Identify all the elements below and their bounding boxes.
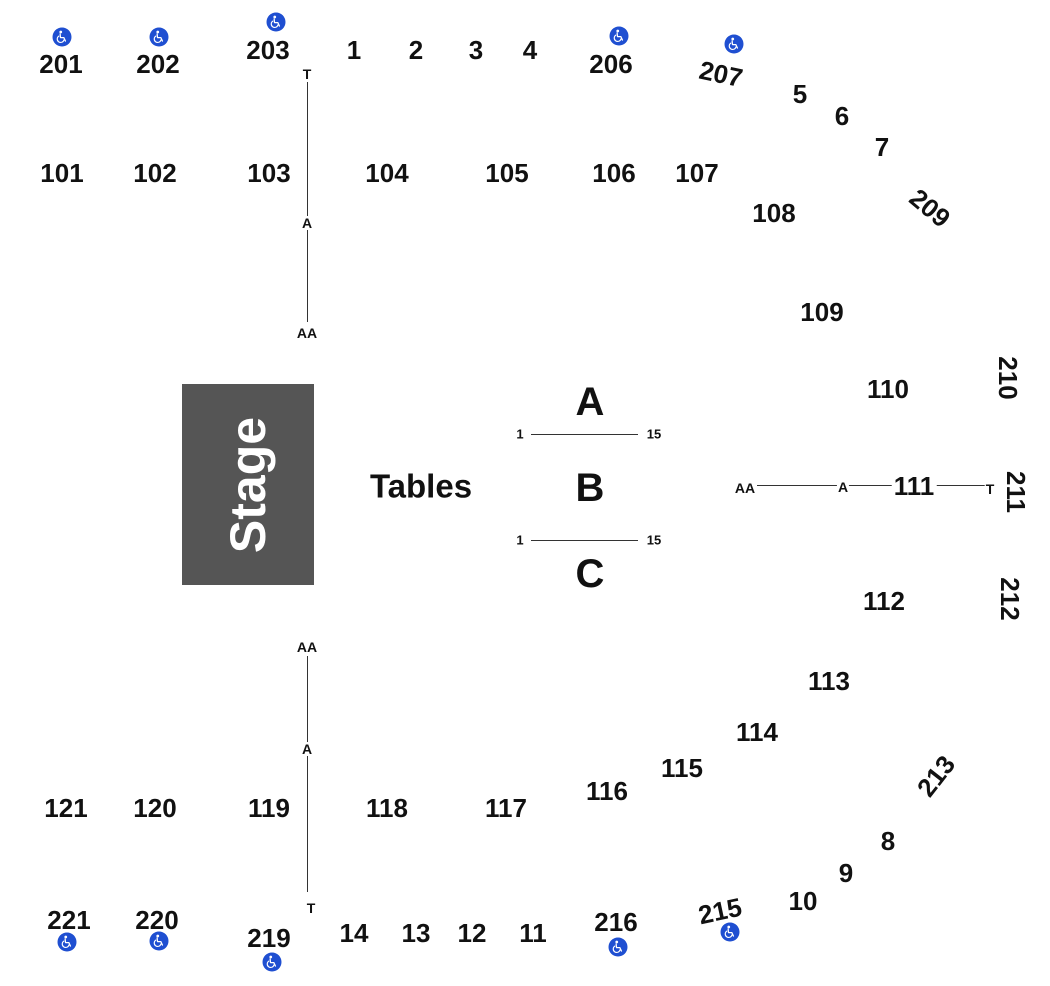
section-7[interactable]: 7 [874,132,890,162]
section-219[interactable]: 219 [247,923,291,953]
section-212[interactable]: 212 [995,577,1025,621]
section-114[interactable]: 114 [736,717,778,747]
table-seat-start-top: 1 [516,426,524,442]
section-120[interactable]: 120 [133,793,177,823]
section-1[interactable]: 1 [346,35,362,65]
wheelchair-icon[interactable] [608,937,628,957]
section-215[interactable]: 215 [695,891,745,931]
section-14[interactable]: 14 [339,918,369,948]
row-label-upper-aa: AA [295,325,319,341]
table-seat-line-bottom [531,540,638,541]
table-row-a[interactable]: A [575,380,605,424]
section-115[interactable]: 115 [661,753,703,783]
section-13[interactable]: 13 [401,918,431,948]
tables-label: Tables [369,467,473,505]
row-label-lower-aa: AA [295,639,319,655]
aisle-line-right [757,485,985,486]
row-label-upper-a: A [300,215,314,231]
section-12[interactable]: 12 [457,918,487,948]
section-6[interactable]: 6 [834,101,850,131]
table-seat-line-top [531,434,638,435]
wheelchair-icon[interactable] [720,922,740,942]
section-116[interactable]: 116 [586,776,628,806]
section-220[interactable]: 220 [135,905,179,935]
section-8[interactable]: 8 [880,826,896,856]
section-3[interactable]: 3 [468,35,484,65]
section-216[interactable]: 216 [594,907,638,937]
section-9[interactable]: 9 [838,858,854,888]
section-110[interactable]: 110 [867,374,909,404]
section-2[interactable]: 2 [408,35,424,65]
table-seat-end-top: 15 [646,426,662,442]
section-111[interactable]: 111 [891,471,937,501]
section-112[interactable]: 112 [863,586,905,616]
wheelchair-icon[interactable] [266,12,286,32]
section-213[interactable]: 213 [910,749,962,803]
row-label-upper-t: T [301,66,313,82]
table-seat-start-bottom: 1 [516,532,524,548]
wheelchair-icon[interactable] [149,931,169,951]
section-221[interactable]: 221 [47,905,91,935]
wheelchair-icon[interactable] [609,26,629,46]
section-118[interactable]: 118 [366,793,408,823]
section-104[interactable]: 104 [365,158,409,188]
row-label-right-a: A [836,479,850,495]
wheelchair-icon[interactable] [262,952,282,972]
table-row-c[interactable]: C [575,552,605,596]
row-label-right-t: T [984,481,996,497]
stage-label: Stage [220,416,277,553]
section-202[interactable]: 202 [136,49,180,79]
section-101[interactable]: 101 [40,158,84,188]
table-seat-end-bottom: 15 [646,532,662,548]
row-label-right-aa: AA [733,480,757,496]
section-201[interactable]: 201 [39,49,83,79]
section-106[interactable]: 106 [592,158,636,188]
section-10[interactable]: 10 [788,886,818,916]
section-109[interactable]: 109 [800,297,844,327]
section-108[interactable]: 108 [752,198,796,228]
section-206[interactable]: 206 [589,49,633,79]
row-label-lower-t: T [305,900,317,916]
aisle-line-upper [307,82,308,322]
section-113[interactable]: 113 [808,666,850,696]
row-label-lower-a: A [300,741,314,757]
stage: Stage [182,384,314,585]
section-210[interactable]: 210 [993,356,1023,400]
wheelchair-icon[interactable] [52,27,72,47]
section-102[interactable]: 102 [133,158,177,188]
section-121[interactable]: 121 [44,793,88,823]
wheelchair-icon[interactable] [724,34,744,54]
section-211[interactable]: 211 [1001,471,1031,513]
wheelchair-icon[interactable] [57,932,77,952]
section-11[interactable]: 11 [519,918,547,948]
section-209[interactable]: 209 [903,182,957,234]
section-103[interactable]: 103 [247,158,291,188]
section-119[interactable]: 119 [248,793,290,823]
section-105[interactable]: 105 [485,158,529,188]
aisle-line-lower [307,656,308,892]
section-107[interactable]: 107 [675,158,719,188]
section-117[interactable]: 117 [485,793,527,823]
section-207[interactable]: 207 [696,54,746,94]
table-row-b[interactable]: B [575,466,605,510]
section-4[interactable]: 4 [522,35,538,65]
wheelchair-icon[interactable] [149,27,169,47]
section-203[interactable]: 203 [246,35,290,65]
section-5[interactable]: 5 [792,79,808,109]
